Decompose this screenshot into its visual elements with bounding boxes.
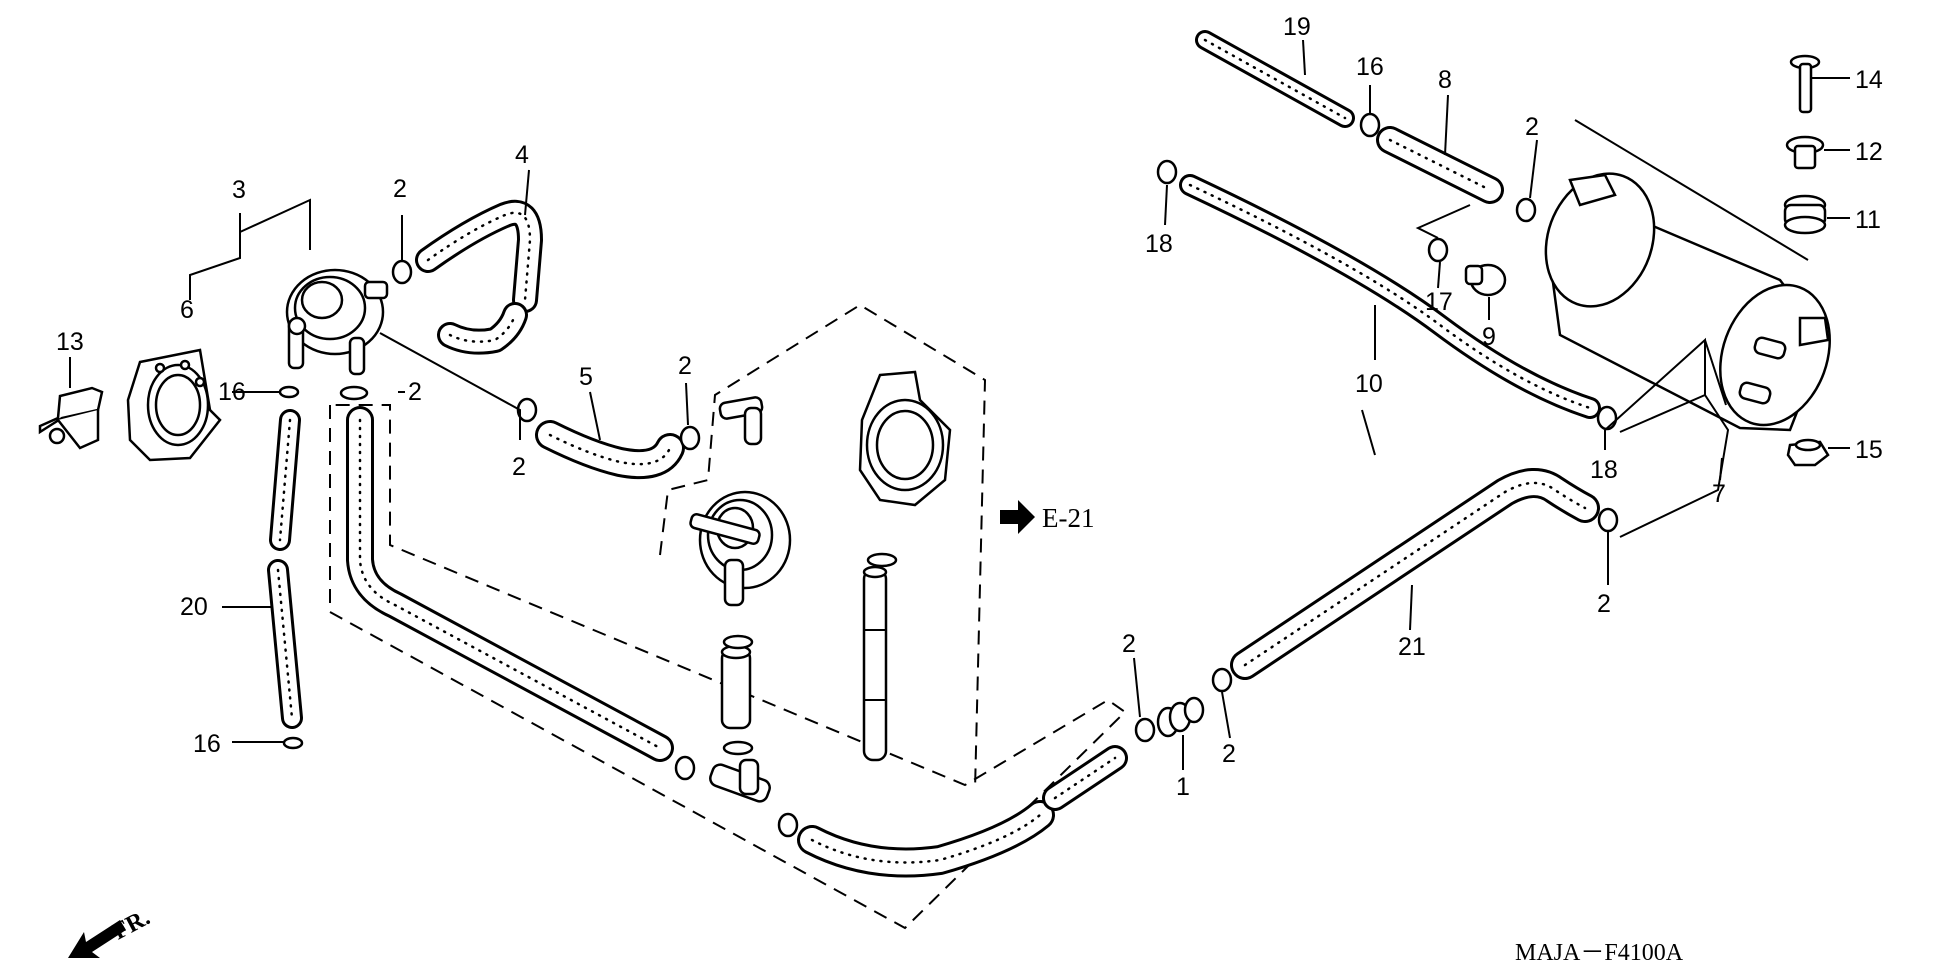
collar-12	[1785, 135, 1825, 170]
assembly-outline-left	[329, 404, 1127, 930]
callout-19: 19	[1283, 13, 1311, 41]
joint-1	[1156, 696, 1205, 738]
hose-10	[1179, 174, 1601, 419]
callout-8: 8	[1438, 66, 1452, 94]
clips	[278, 112, 1619, 838]
hose-21	[1230, 468, 1600, 680]
callout-2-d: 2	[512, 453, 526, 481]
hose-19	[1195, 30, 1355, 128]
hose-8	[1376, 126, 1504, 204]
valve-center	[689, 490, 792, 607]
callout-10: 10	[1355, 370, 1383, 398]
callout-2-a: 2	[408, 378, 422, 406]
callout-2-h: 2	[1525, 113, 1539, 141]
reference-arrow: E-21	[1000, 500, 1094, 534]
callout-21: 21	[1398, 633, 1426, 661]
front-label: FR.	[109, 905, 155, 946]
callout-16-lower: 16	[193, 730, 221, 758]
tee-fitting-lower	[709, 758, 771, 803]
callout-1: 1	[1176, 773, 1190, 801]
strap-6	[126, 348, 222, 462]
hose-5	[535, 420, 685, 480]
callout-13: 13	[56, 328, 84, 356]
tee-fitting-upper	[718, 396, 764, 446]
bolt-14	[1789, 54, 1821, 114]
callout-2-f: 2	[1222, 740, 1236, 768]
callout-5: 5	[579, 363, 593, 391]
hose-20	[267, 409, 303, 729]
pipe-center-long	[862, 565, 888, 762]
callout-9: 9	[1482, 323, 1496, 351]
arrow-right-icon	[1000, 500, 1035, 534]
callout-2-b: 2	[393, 175, 407, 203]
bracket-13	[38, 386, 104, 450]
callout-14: 14	[1855, 66, 1883, 94]
callout-2-e: 2	[1122, 630, 1136, 658]
hose-lower-left	[346, 406, 1128, 878]
reference-label: E-21	[1042, 503, 1094, 533]
hose-4	[415, 199, 543, 355]
callout-18-lower: 18	[1590, 456, 1618, 484]
valve-3	[285, 268, 389, 376]
assembly-outline-center	[659, 303, 987, 791]
callout-7: 7	[1712, 480, 1726, 508]
leader-lines	[69, 39, 1850, 770]
callout-15: 15	[1855, 436, 1883, 464]
strap-center	[858, 370, 952, 507]
front-direction: FR.	[68, 905, 154, 958]
canister-7	[1544, 172, 1831, 432]
callout-20: 20	[180, 593, 208, 621]
arrow-front-icon	[68, 920, 126, 958]
callout-4: 4	[515, 141, 529, 169]
callout-2-g: 2	[1597, 590, 1611, 618]
callout-16-upper: 16	[218, 378, 246, 406]
nut-15	[1786, 438, 1830, 467]
callout-6: 6	[180, 296, 194, 324]
callout-16-top: 16	[1356, 53, 1384, 81]
callout-11: 11	[1855, 206, 1881, 234]
callouts: 3 6 13 16 2 2 4 5 2 2 20 16 2 1 2 21 2 1…	[56, 13, 1883, 801]
callout-18-upper: 18	[1145, 230, 1173, 258]
callout-3: 3	[232, 176, 246, 204]
grommet-11	[1783, 194, 1827, 235]
diagram-code: MAJA－F4100A	[1515, 940, 1684, 966]
pipe-center-short	[720, 644, 752, 730]
cap-9	[1464, 263, 1507, 297]
callout-12: 12	[1855, 138, 1883, 166]
callout-17: 17	[1425, 288, 1453, 316]
callout-2-c: 2	[678, 352, 692, 380]
